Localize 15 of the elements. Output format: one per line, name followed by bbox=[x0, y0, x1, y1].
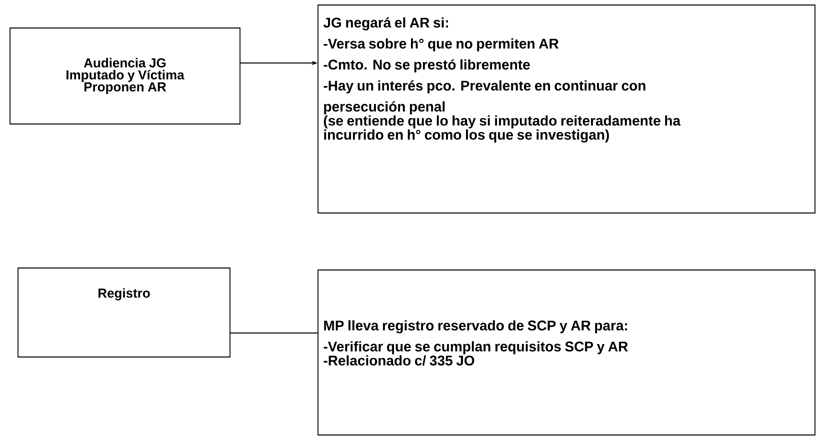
box-text: -Hay un interés pco. Prevalente en continuar con persecución penal bbox=[324, 80, 646, 114]
box-text: -Versa sobre h° que no permiten AR bbox=[324, 38, 559, 52]
text-box bbox=[10, 28, 240, 124]
box-text: JG negará el AR si: bbox=[323, 17, 448, 30]
box-text: (se entiende que lo hay si imputado reiteradamente ha incurrido en h° como los que se investigan) bbox=[324, 115, 681, 143]
text-box bbox=[18, 268, 230, 358]
text-box bbox=[318, 4, 816, 214]
box-text: -Verificar que se cumplan requisitos SCP y AR bbox=[324, 341, 628, 354]
text-box bbox=[318, 270, 816, 436]
box-text: MP lleva registro reservado de SCP y AR para: bbox=[324, 320, 628, 334]
box-text: Registro bbox=[98, 288, 150, 300]
box-text: Audiencia JG Imputado y Víctima Proponen AR bbox=[66, 58, 184, 94]
connector-line bbox=[230, 332, 318, 334]
box-text: -Relacionado c/ 335 JO bbox=[324, 355, 474, 366]
box-text: -Cmto. No se prestó libremente bbox=[324, 59, 530, 72]
